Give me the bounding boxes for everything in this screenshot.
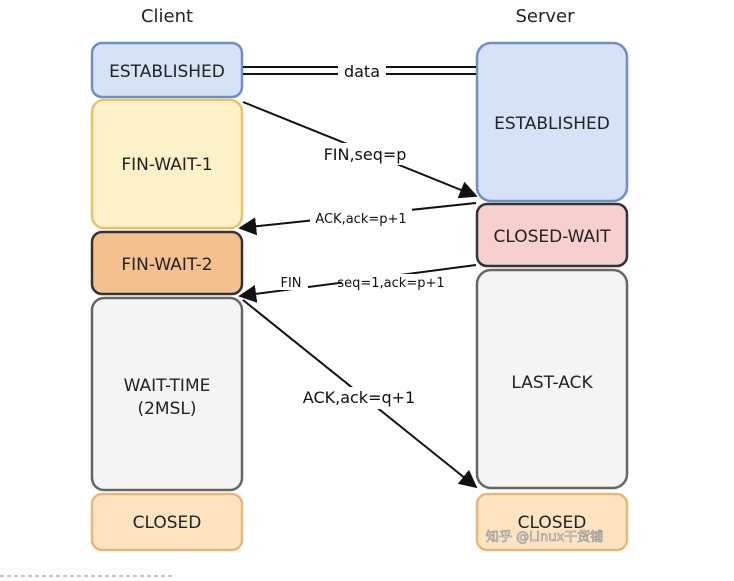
client-state-established-label: ESTABLISHED: [109, 62, 225, 82]
client-state-established: ESTABLISHED: [90, 41, 244, 99]
client-state-fin-wait-2: FIN-WAIT-2: [90, 230, 244, 296]
client-state-wait-time-label-line2: (2MSL): [137, 399, 196, 419]
fin2-label-b: seq=1,ack=p+1: [337, 276, 444, 291]
data-exchange-link: data: [243, 62, 476, 81]
server-state-closed: CLOSED: [475, 492, 629, 552]
server-state-last-ack: LAST-ACK: [475, 268, 629, 490]
client-state-closed-label: CLOSED: [133, 513, 202, 533]
client-state-wait-time: WAIT-TIME (2MSL): [90, 296, 244, 492]
fin2-label-a: FIN: [280, 276, 301, 291]
server-state-last-ack-label: LAST-ACK: [511, 373, 593, 393]
client-state-fin-wait-1-label: FIN-WAIT-1: [121, 155, 212, 175]
client-header: Client: [141, 6, 193, 27]
fin1-label: FIN,seq=p: [324, 145, 407, 164]
client-state-wait-time-label-line1: WAIT-TIME: [124, 376, 211, 396]
client-state-closed: CLOSED: [90, 492, 244, 552]
ack1-message: ACK,ack=p+1: [238, 202, 477, 236]
watermark-text: 知乎 @Linux干货铺: [486, 529, 603, 545]
ack2-message: ACK,ack=q+1: [242, 299, 478, 489]
fin2-message: FIN seq=1,ack=p+1: [238, 264, 477, 303]
client-state-fin-wait-2-label: FIN-WAIT-2: [121, 255, 212, 275]
ack2-label: ACK,ack=q+1: [303, 388, 415, 407]
data-label: data: [344, 62, 380, 81]
server-state-closed-wait-label: CLOSED-WAIT: [493, 227, 611, 247]
server-state-established: ESTABLISHED: [475, 41, 629, 203]
server-state-closed-label: CLOSED: [518, 513, 587, 533]
server-state-established-label: ESTABLISHED: [494, 114, 610, 134]
client-state-fin-wait-1: FIN-WAIT-1: [90, 98, 244, 230]
fin1-message: FIN,seq=p: [242, 101, 478, 199]
ack1-label: ACK,ack=p+1: [315, 212, 406, 227]
server-header: Server: [515, 6, 575, 27]
server-state-closed-wait: CLOSED-WAIT: [475, 202, 629, 268]
